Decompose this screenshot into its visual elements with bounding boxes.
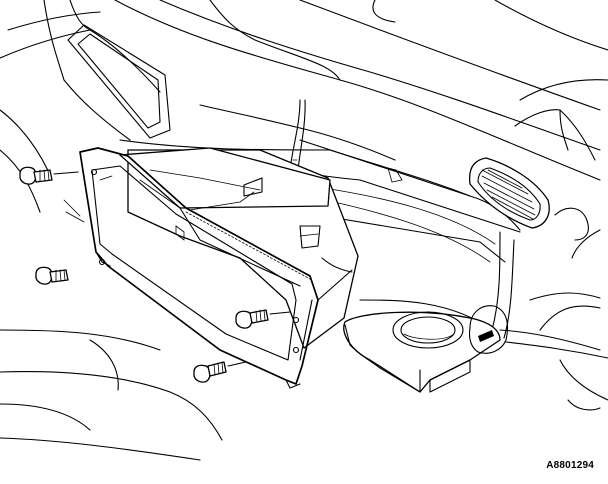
screw-center: [235, 309, 291, 329]
figure-code: A8801294: [546, 460, 594, 471]
center-console: [343, 231, 608, 411]
screw-top-left: [19, 166, 79, 185]
screw-mid-left: [35, 266, 69, 285]
glove-box: [79, 147, 359, 389]
door-trim-panel: [0, 0, 223, 461]
screw-bottom: [193, 361, 247, 383]
air-vent: [468, 157, 601, 259]
